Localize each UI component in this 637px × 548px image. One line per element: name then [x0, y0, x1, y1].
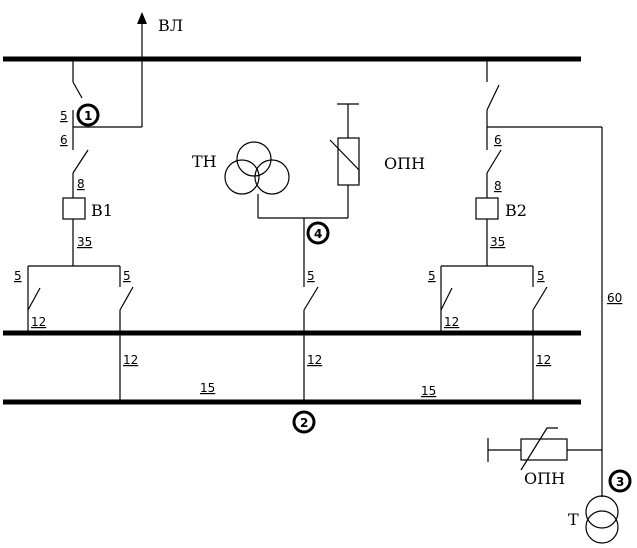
breaker-b2 — [475, 197, 499, 220]
power-transformer-coil-bottom — [585, 510, 619, 544]
marker-2-label: 2 — [300, 416, 308, 430]
number-label: 12 — [307, 353, 322, 367]
disconnector-2-blade — [72, 149, 89, 174]
power-transformer-coil-top — [585, 495, 619, 529]
marker-2 — [292, 410, 316, 434]
number-label: 8 — [77, 177, 85, 191]
vt-coil-right — [254, 159, 290, 195]
marker-1 — [76, 103, 100, 127]
surge-arrester-bottom — [520, 438, 568, 461]
number-label: 15 — [200, 381, 215, 395]
disconnector-blade — [486, 149, 502, 174]
number-label: 60 — [607, 291, 622, 305]
arrester-bottom-label: ОПН — [524, 469, 565, 488]
marker-3-label: 3 — [616, 475, 624, 489]
arrester-diagonal — [329, 139, 360, 182]
disconnector-blade — [440, 287, 453, 311]
number-label: 8 — [494, 179, 502, 193]
disconnector-blade — [303, 286, 319, 311]
surge-arrester-top — [337, 137, 360, 186]
arrester-diagonal — [520, 427, 558, 471]
arrester-top-label: ОПН — [384, 154, 425, 173]
arrow-up-icon — [137, 12, 147, 24]
number-label: 15 — [421, 384, 436, 398]
overhead-line-label: ВЛ — [158, 16, 183, 35]
number-label: 35 — [490, 235, 505, 249]
marker-4 — [306, 221, 330, 245]
vt-label: ТН — [192, 152, 217, 171]
disconnector-blade — [532, 286, 548, 311]
breaker-b1 — [62, 197, 86, 220]
number-label: 5 — [123, 269, 131, 283]
disconnector-blade — [119, 286, 134, 311]
number-label: 12 — [31, 315, 46, 329]
marker-1-label: 1 — [84, 109, 92, 123]
breaker-b1-label: В1 — [91, 201, 113, 220]
number-label: 5 — [307, 269, 315, 283]
marker-3 — [608, 469, 632, 493]
transformer-label: Т — [568, 510, 579, 529]
number-label: 12 — [444, 315, 459, 329]
disconnector-blade — [27, 287, 41, 311]
number-label: 6 — [494, 133, 502, 147]
number-label: 35 — [77, 235, 92, 249]
vt-coil-top — [236, 141, 272, 177]
number-label: 6 — [60, 133, 68, 147]
disconnector-1-blade — [72, 81, 83, 99]
breaker-b2-label: В2 — [505, 201, 527, 220]
marker-4-label: 4 — [314, 227, 322, 241]
number-label: 5 — [428, 269, 436, 283]
disconnector-blade — [486, 84, 500, 111]
number-label: 12 — [536, 353, 551, 367]
number-label: 5 — [537, 269, 545, 283]
vt-coil-left — [224, 159, 260, 195]
number-label: 5 — [14, 269, 22, 283]
number-label: 5 — [60, 109, 68, 123]
number-label: 12 — [123, 353, 138, 367]
